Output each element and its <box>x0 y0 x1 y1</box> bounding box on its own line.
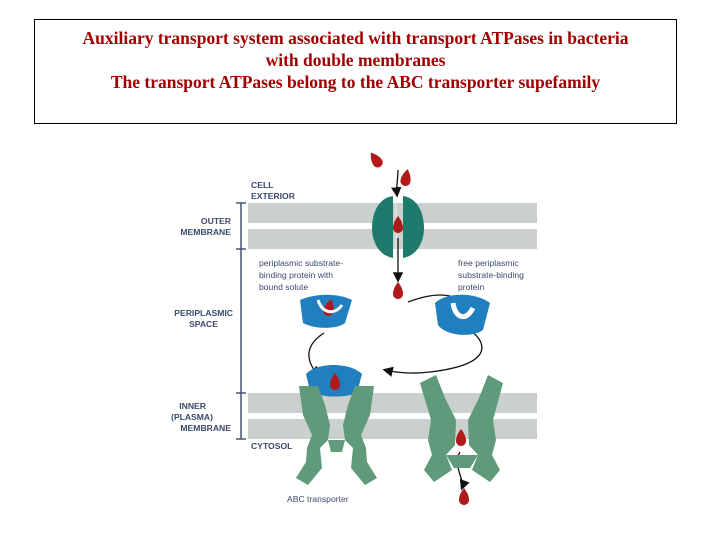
solute-molecule-cytosol <box>459 488 469 505</box>
free-protein-cleft <box>450 302 476 320</box>
free-protein-label-2: substrate-binding <box>458 270 524 280</box>
region-bracket <box>236 202 246 440</box>
cell-exterior-label-2: EXTERIOR <box>251 191 296 201</box>
title-line-1: Auxiliary transport system associated wi… <box>82 28 629 48</box>
inner-membrane-label-2: (PLASMA) <box>171 412 213 422</box>
bound-protein-label-2: binding protein with <box>259 270 333 280</box>
outer-membrane-porin <box>372 196 424 258</box>
solute-molecule-exterior <box>366 149 385 170</box>
outer-membrane-label-1: OUTER <box>201 216 232 226</box>
bound-protein-label-3: bound solute <box>259 282 308 292</box>
periplasmic-space-label-1: PERIPLASMIC <box>174 308 233 318</box>
bound-protein-label-1: periplasmic substrate- <box>259 258 343 268</box>
abc-transporter-label: ABC transporter <box>287 494 349 504</box>
free-protein-label-3: protein <box>458 282 484 292</box>
cell-exterior-label-1: CELL <box>251 180 273 190</box>
inner-membrane-label-3: MEMBRANE <box>180 423 231 433</box>
free-protein-label-1: free periplasmic <box>458 258 519 268</box>
outer-membrane-label-2: MEMBRANE <box>180 227 231 237</box>
bound-protein-cleft <box>316 299 344 314</box>
inner-membrane-label-1: INNER <box>179 401 207 411</box>
solute-molecule-periplasm <box>393 282 403 299</box>
abc-transporter-open <box>420 375 503 482</box>
cytosol-label: CYTOSOL <box>251 441 292 451</box>
abc-transporter-closed <box>296 386 377 485</box>
title-line-2: with double membranes <box>265 50 446 70</box>
solute-molecule-entering <box>399 168 413 187</box>
title-box: Auxiliary transport system associated wi… <box>34 19 677 124</box>
title-line-3: The transport ATPases belong to the ABC … <box>110 72 601 92</box>
periplasmic-space-label-2: SPACE <box>189 319 218 329</box>
